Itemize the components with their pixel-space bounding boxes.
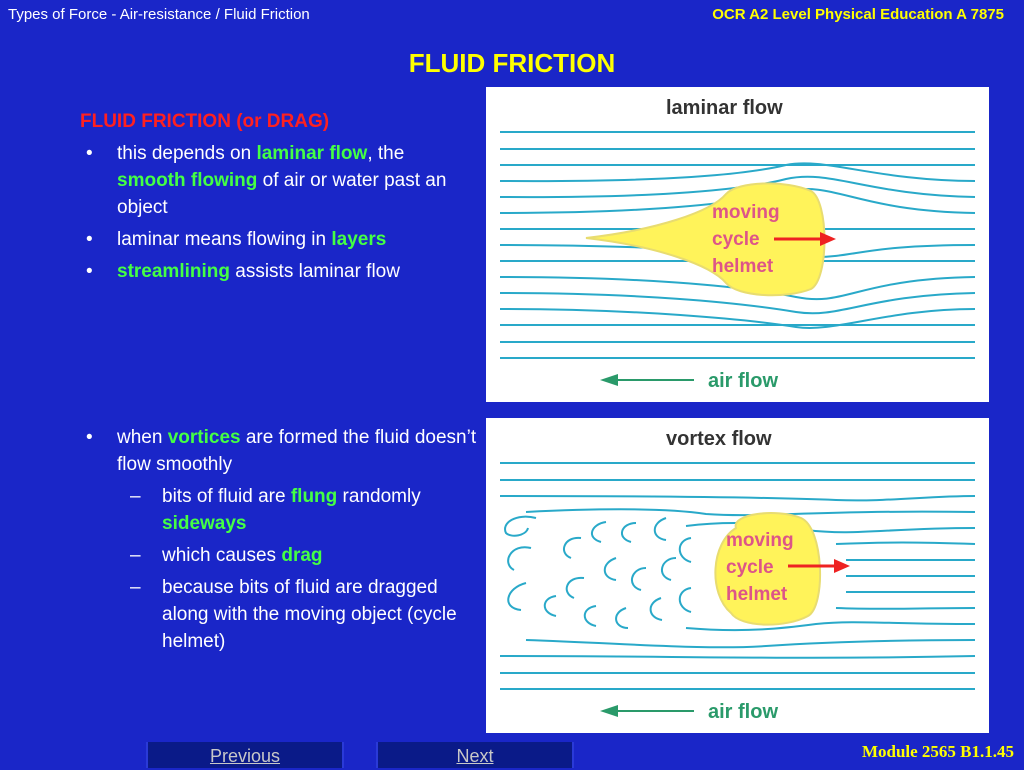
bullet-text: because bits of fluid are dragged along … <box>162 577 457 652</box>
motion-arrow-icon <box>788 559 850 573</box>
bullet-text: which causes <box>162 545 282 566</box>
bullet-marker: • <box>86 229 93 250</box>
slide-title: FLUID FRICTION <box>408 48 616 78</box>
dash-marker: – <box>130 545 141 566</box>
highlight-text: vortices <box>167 427 241 448</box>
vortex-flow-svg: moving cycle helmet vortex flow air flow <box>499 428 976 723</box>
bullet-item: • streamlining assists laminar flow <box>80 258 470 285</box>
bullet-marker: • <box>86 143 93 164</box>
diagram-title: vortex flow <box>666 428 772 450</box>
highlight-text: smooth flowing <box>117 170 258 191</box>
section-vortex-text: • when vortices are formed the fluid doe… <box>80 424 480 655</box>
airflow-label: air flow <box>708 701 778 723</box>
airflow-label: air flow <box>708 370 778 392</box>
vortex-swirls <box>504 515 692 629</box>
airflow-arrow-icon <box>600 705 694 717</box>
bullet-marker: • <box>86 427 93 448</box>
sub-bullet-item: – because bits of fluid are dragged alon… <box>80 574 480 655</box>
bullet-item: • laminar means flowing in layers <box>80 226 470 253</box>
laminar-flow-diagram: moving cycle helmet laminar flow air flo… <box>486 87 989 402</box>
bullet-text: are formed the fluid doesn’t flow smooth… <box>117 427 477 475</box>
highlight-text: flung <box>290 486 338 507</box>
helmet-label-line1: moving <box>726 530 794 551</box>
dash-marker: – <box>130 577 141 598</box>
bullet-item: • this depends on laminar flow, the smoo… <box>80 140 470 221</box>
header-left-text: Types of Force - Air-resistance / Fluid … <box>8 6 310 23</box>
sub-bullet-item: – bits of fluid are flung randomly sidew… <box>80 483 480 537</box>
highlight-text: layers <box>331 229 387 250</box>
bullet-text: randomly <box>337 486 421 507</box>
helmet-label-line3: helmet <box>726 584 788 605</box>
laminar-flow-svg: moving cycle helmet laminar flow air flo… <box>499 97 976 392</box>
section-laminar-text: FLUID FRICTION (or DRAG) • this depends … <box>80 108 470 285</box>
next-button[interactable]: Next <box>376 742 574 768</box>
motion-arrow-icon <box>774 232 836 246</box>
helmet-label-line2: cycle <box>712 229 760 250</box>
highlight-text: laminar flow <box>256 143 368 164</box>
diagram-title: laminar flow <box>666 97 783 119</box>
helmet-shape <box>714 512 822 626</box>
bullet-text: this depends on <box>117 143 257 164</box>
header-right-text: OCR A2 Level Physical Education A 7875 <box>712 6 1004 23</box>
highlight-text: sideways <box>162 513 247 534</box>
bullet-text: laminar means flowing in <box>117 229 332 250</box>
dash-marker: – <box>130 486 141 507</box>
bullet-item: • when vortices are formed the fluid doe… <box>80 424 480 478</box>
bullet-text: assists laminar flow <box>229 261 400 282</box>
highlight-text: drag <box>281 545 323 566</box>
bullet-text: when <box>117 427 168 448</box>
bullet-text: of air or water past an object <box>117 170 447 218</box>
helmet-label-line2: cycle <box>726 557 774 578</box>
bullet-text: , the <box>367 143 405 164</box>
helmet-label-line1: moving <box>712 202 780 223</box>
section-heading: FLUID FRICTION (or DRAG) <box>80 111 330 132</box>
bullet-marker: • <box>86 261 93 282</box>
streamlines <box>499 462 976 690</box>
bullet-text: bits of fluid are <box>162 486 291 507</box>
streamlines <box>499 131 976 359</box>
sub-bullet-item: – which causes drag <box>80 542 480 569</box>
airflow-arrow-icon <box>600 374 694 386</box>
helmet-label-line3: helmet <box>712 256 774 277</box>
highlight-text: streamlining <box>117 261 230 282</box>
previous-button[interactable]: Previous <box>146 742 344 768</box>
module-footer: Module 2565 B1.1.45 <box>861 742 1014 761</box>
vortex-flow-diagram: moving cycle helmet vortex flow air flow <box>486 418 989 733</box>
